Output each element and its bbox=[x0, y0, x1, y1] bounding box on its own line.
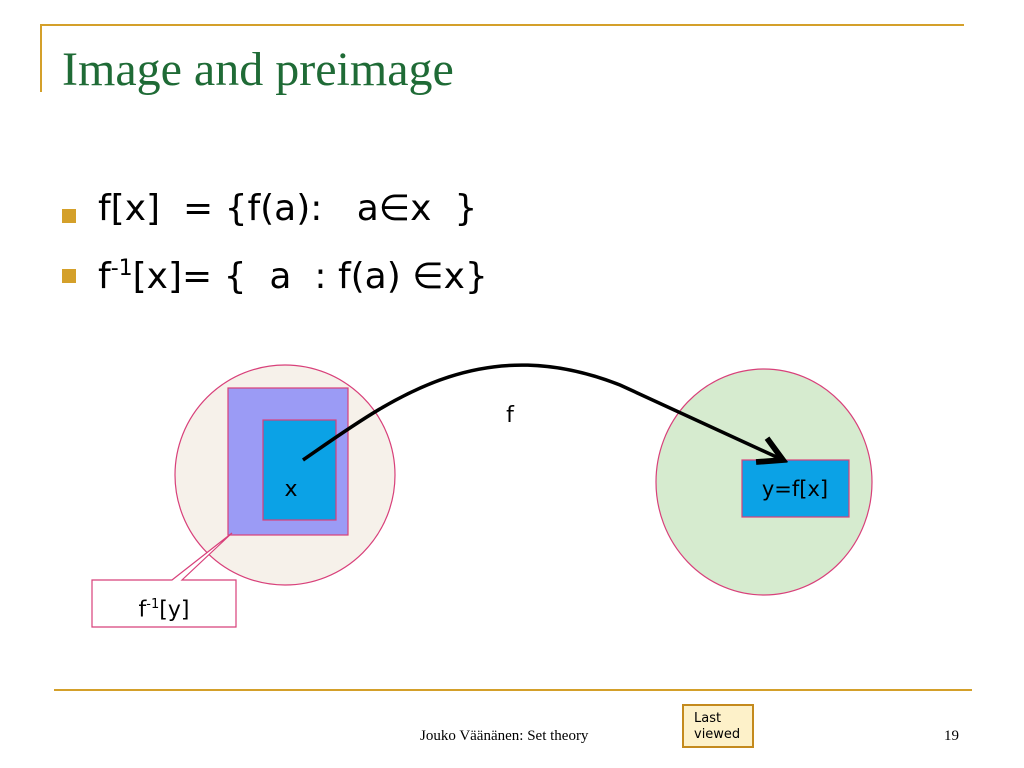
last-viewed-label-line2: viewed bbox=[694, 727, 741, 742]
bullet-preimage-definition: f-1[x]= { a : f(a) ∈x} bbox=[98, 256, 488, 297]
bullet-square-icon bbox=[62, 209, 76, 223]
bullet-square-icon bbox=[62, 269, 76, 283]
set-x-box bbox=[262, 419, 337, 521]
last-viewed-label-line1: Last bbox=[694, 711, 722, 726]
footer-divider bbox=[54, 689, 972, 691]
slide-title: Image and preimage bbox=[62, 43, 454, 96]
title-frame-left bbox=[40, 24, 42, 92]
bullet-image-definition: f[x] = {f(a): a∈x } bbox=[98, 188, 478, 229]
callout-label: f-1[y] bbox=[138, 597, 190, 623]
image-label: y=f[x] bbox=[762, 477, 828, 501]
last-viewed-button[interactable]: Last viewed bbox=[682, 704, 754, 748]
page-number: 19 bbox=[944, 728, 959, 744]
title-frame-top bbox=[40, 24, 964, 26]
set-x-label: x bbox=[284, 477, 297, 502]
callout-box bbox=[91, 532, 237, 628]
image-box bbox=[741, 459, 850, 518]
arrow-label: f bbox=[506, 403, 515, 428]
function-arrow bbox=[302, 363, 783, 460]
footer-author: Jouko Väänänen: Set theory bbox=[420, 728, 589, 744]
